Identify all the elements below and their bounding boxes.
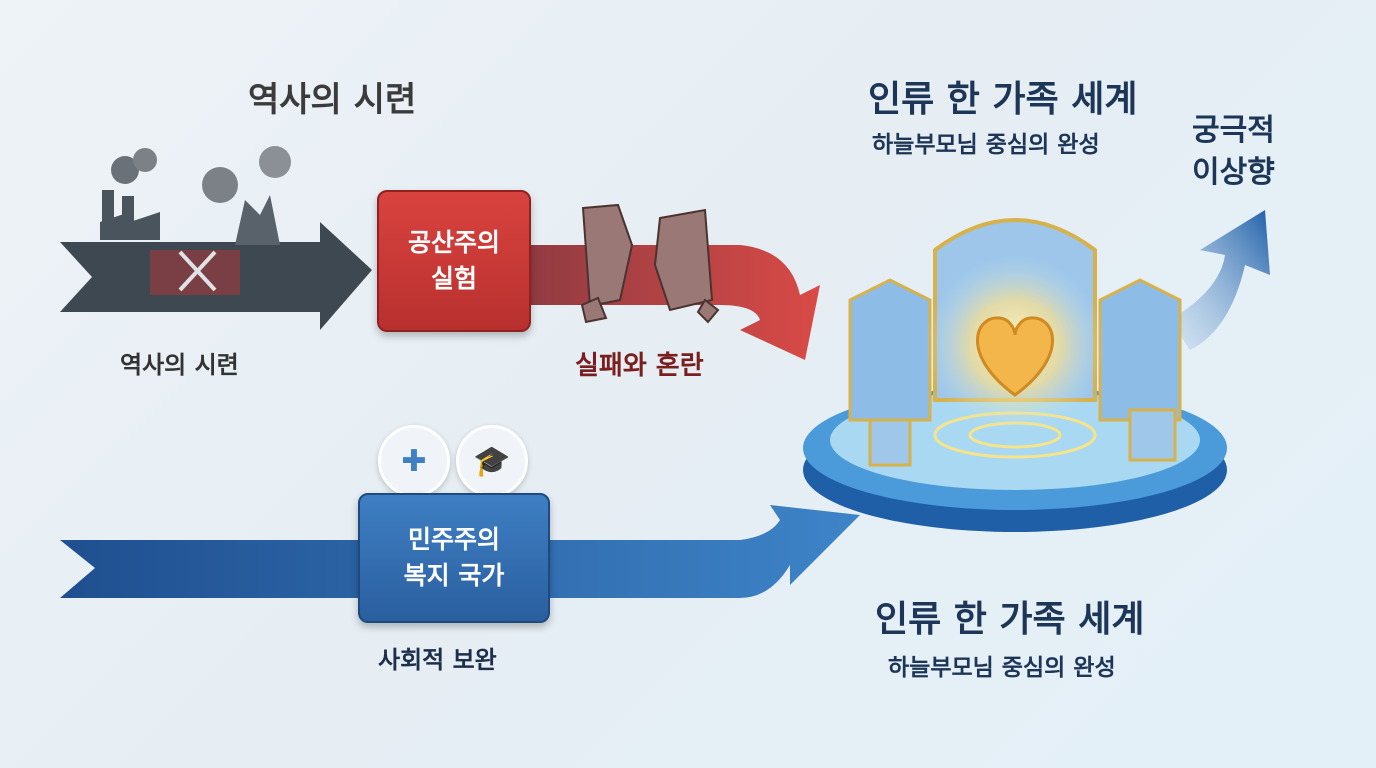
ultimate-line1: 궁극적 [1192, 113, 1275, 148]
top-title: 인류 한 가족 세계 [868, 79, 1138, 120]
welfare-line2: 복지 국가 [403, 561, 505, 590]
history-label: 역사의 시련 [120, 351, 239, 379]
crossed-swords-icon [178, 250, 217, 292]
welfare-line1: 민주주의 [407, 525, 500, 554]
heart-icon [976, 316, 1054, 397]
ultimate-line2: 이상향 [1192, 155, 1275, 190]
one-family-world-platform [803, 218, 1227, 532]
graduation-cap-icon: 🎓 [456, 425, 528, 497]
medical-kit-icon: ✚ [378, 425, 450, 497]
ultimate-arrow [1170, 210, 1270, 350]
communism-line1: 공산주의 [407, 228, 500, 257]
welfare-label: 사회적 보완 [378, 646, 497, 674]
history-title: 역사의 시련 [248, 80, 417, 120]
top-subtitle: 하늘부모님 중심의 완성 [872, 132, 1100, 158]
communism-line2: 실험 [430, 264, 477, 293]
bottom-title: 인류 한 가족 세계 [875, 599, 1145, 640]
ultimate-ideal-label: 궁극적 이상향 [1192, 110, 1275, 194]
broken-pillar-icon [580, 203, 720, 324]
failure-label: 실패와 혼란 [575, 351, 704, 381]
bottom-subtitle: 하늘부모님 중심의 완성 [888, 655, 1116, 681]
